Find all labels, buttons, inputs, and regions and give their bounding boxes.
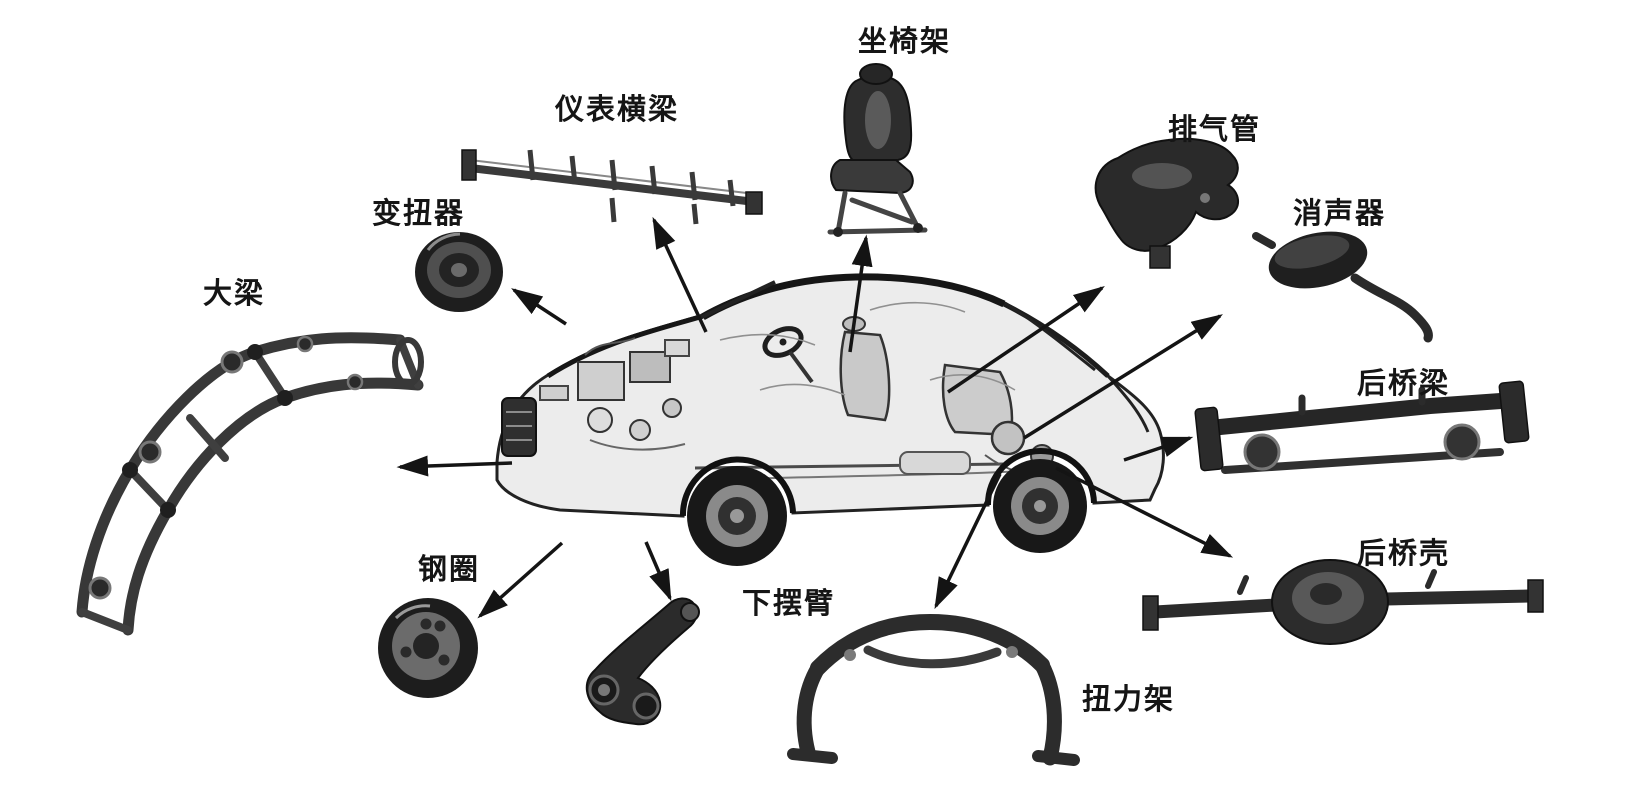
rear-axle-beam-illustration (1194, 380, 1530, 474)
arrow-steel-rim (477, 541, 564, 619)
label-torque-converter: 变扭器 (372, 198, 466, 230)
label-rear-axle-beam: 后桥梁 (1357, 368, 1451, 400)
muffler-illustration (1252, 231, 1433, 343)
instrument-beam-illustration (461, 149, 763, 225)
arrow-rear-axle-housing (1055, 466, 1234, 558)
main-frame-illustration (76, 332, 424, 636)
lower-control-arm-illustration (585, 597, 700, 726)
label-muffler: 消声器 (1293, 198, 1387, 230)
label-steel-rim: 钢圈 (418, 554, 481, 586)
arrow-main-frame (396, 455, 513, 477)
torque-converter-illustration (415, 232, 503, 312)
seat-frame-illustration (827, 63, 928, 237)
label-exhaust-pipe: 排气管 (1168, 114, 1262, 146)
arrow-rear-axle-beam (1123, 436, 1194, 462)
steel-rim-illustration (378, 598, 478, 698)
exhaust-pipe-illustration (1094, 137, 1239, 269)
arrow-muffler (1023, 314, 1223, 440)
leader-arrows (396, 216, 1234, 619)
arrow-seat-frame (848, 234, 873, 353)
arrow-instrument-beam (652, 216, 708, 333)
label-torsion-frame: 扭力架 (1082, 684, 1176, 716)
arrow-torsion-frame (934, 473, 1002, 610)
arrow-lower-control-arm (644, 541, 672, 602)
label-rear-axle-housing: 后桥壳 (1357, 538, 1451, 570)
label-main-frame: 大梁 (203, 278, 266, 310)
car-cutaway-illustration (495, 273, 1165, 566)
rear-axle-housing-illustration (1142, 559, 1544, 645)
label-lower-control-arm: 下摆臂 (742, 588, 836, 620)
arrow-exhaust-pipe (947, 286, 1105, 394)
label-seat-frame: 坐椅架 (858, 26, 952, 58)
label-instrument-beam: 仪表横梁 (555, 94, 680, 126)
torsion-frame-illustration (787, 613, 1080, 766)
arrow-torque-converter (511, 288, 567, 326)
